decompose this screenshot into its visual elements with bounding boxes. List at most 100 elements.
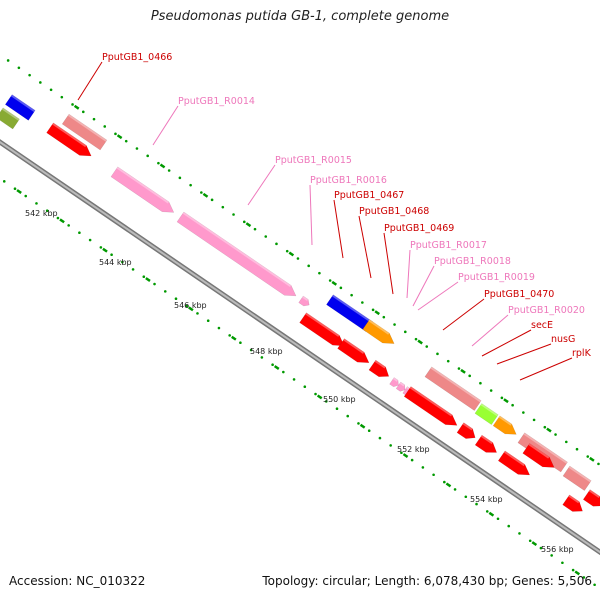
- tick-dash-upper: [503, 398, 509, 404]
- tick-dot-upper: [489, 389, 493, 392]
- tick-dot-upper: [200, 191, 203, 194]
- feature-cds-4-highlight: [374, 360, 386, 369]
- feature-cds-9: [522, 443, 555, 468]
- tick-dots-layer: [2, 59, 600, 587]
- tick-dot-upper: [414, 337, 418, 341]
- feature-label-13: nusG: [551, 334, 575, 345]
- tick-dot-upper: [146, 154, 149, 158]
- tick-label-7: 556 kbp: [541, 545, 574, 554]
- tick-dot-lower: [78, 231, 81, 235]
- feature-pputgb1-0466: [61, 113, 108, 151]
- leader-line-10: [442, 298, 485, 331]
- feature-cds-7-highlight: [480, 435, 493, 445]
- feature-cds-11: [582, 489, 600, 507]
- tick-label-5: 552 kbp: [397, 445, 430, 454]
- feature-pputgb1-0470-highlight: [430, 366, 482, 403]
- tick-dot-upper: [468, 374, 471, 378]
- tick-dash-upper: [374, 310, 380, 316]
- tick-dash-lower: [316, 394, 323, 400]
- feature-label-11: PputGB1_R0020: [508, 305, 585, 316]
- tick-dash-lower: [445, 482, 452, 488]
- tick-dot-lower: [249, 348, 253, 352]
- feature-cds-2: [299, 312, 345, 347]
- tick-dot-upper: [49, 88, 53, 92]
- tick-dot-lower: [378, 436, 382, 440]
- tick-dot-upper: [564, 440, 568, 444]
- tick-dot-upper: [189, 183, 192, 187]
- tick-label-1: 544 kbp: [99, 258, 132, 267]
- tick-dot-lower: [539, 546, 543, 550]
- tick-dot-upper: [318, 271, 321, 275]
- feature-cds-6-highlight: [462, 422, 473, 431]
- feature-rplK-highlight: [523, 432, 568, 464]
- feature-cds-3: [337, 338, 370, 364]
- features-layer: [0, 94, 600, 512]
- tick-dot-upper: [307, 264, 310, 268]
- tick-dash-lower: [59, 218, 65, 224]
- tick-dot-lower: [196, 312, 199, 315]
- feature-blue-left: [4, 94, 36, 121]
- feature-orange-nusG: [492, 415, 517, 435]
- feature-label-2: PputGB1_R0015: [275, 155, 352, 166]
- tick-label-2: 546 kbp: [174, 301, 207, 310]
- feature-label-7: PputGB1_R0017: [410, 240, 487, 251]
- tick-dot-lower: [485, 510, 489, 513]
- feature-label-3: PputGB1_R0016: [310, 175, 387, 186]
- feature-label-10: PputGB1_0470: [484, 289, 554, 300]
- genome-backbone: [0, 139, 600, 556]
- tick-dash-lower: [16, 189, 22, 194]
- tick-dash-upper: [73, 104, 80, 110]
- tick-dash-upper: [546, 427, 552, 433]
- tick-dash-lower: [359, 423, 366, 429]
- tick-dot-upper: [221, 205, 225, 209]
- tick-dot-upper: [511, 403, 514, 407]
- feature-label-14: rplK: [572, 348, 592, 359]
- tick-dot-upper: [17, 66, 21, 70]
- tick-dot-upper: [6, 59, 10, 62]
- tick-dash-upper: [331, 280, 338, 286]
- tick-dot-upper: [157, 161, 160, 165]
- tick-dot-lower: [443, 480, 446, 484]
- tick-dot-upper: [60, 95, 64, 99]
- tick-dot-lower: [56, 216, 60, 220]
- tick-dash-lower: [402, 453, 409, 459]
- tick-dot-upper: [403, 330, 407, 334]
- feature-pputgb1-r0018: [395, 381, 406, 392]
- tick-dot-upper: [328, 279, 332, 282]
- tick-dot-lower: [142, 275, 146, 279]
- leader-line-0: [77, 61, 103, 101]
- tick-dash-lower: [188, 306, 194, 312]
- tick-dash-upper: [116, 134, 123, 140]
- tick-dot-upper: [242, 220, 246, 224]
- tick-dot-lower: [282, 370, 285, 374]
- feature-cds-9-highlight: [528, 443, 550, 459]
- tick-dot-upper: [457, 367, 461, 370]
- tick-dot-upper: [393, 323, 396, 326]
- feature-label-6: PputGB1_0469: [384, 223, 454, 234]
- feature-cds-2-highlight: [305, 312, 340, 337]
- tick-dot-lower: [206, 319, 210, 323]
- tick-dot-lower: [13, 187, 17, 190]
- leader-line-11: [471, 314, 509, 347]
- tick-dot-upper: [114, 132, 117, 136]
- leader-line-4: [333, 199, 344, 259]
- tick-dot-lower: [260, 356, 264, 359]
- feature-cds-5: [403, 386, 458, 426]
- leader-line-8: [412, 265, 435, 307]
- tick-dot-lower: [24, 194, 28, 198]
- tick-dot-lower: [582, 576, 586, 579]
- feature-label-12: secE: [531, 320, 553, 331]
- feature-pputgb1-r0016-highlight: [302, 296, 309, 302]
- tick-dot-lower: [131, 268, 135, 271]
- tick-dash-upper: [460, 368, 466, 374]
- tick-dot-upper: [71, 103, 74, 106]
- feature-label-9: PputGB1_R0019: [458, 272, 535, 283]
- feature-cds-11-highlight: [588, 489, 600, 498]
- tick-dash-lower: [102, 247, 108, 253]
- tick-dot-lower: [153, 282, 156, 286]
- tick-dot-lower: [185, 304, 189, 308]
- tick-dash-upper: [417, 339, 423, 345]
- tick-dot-upper: [371, 308, 375, 312]
